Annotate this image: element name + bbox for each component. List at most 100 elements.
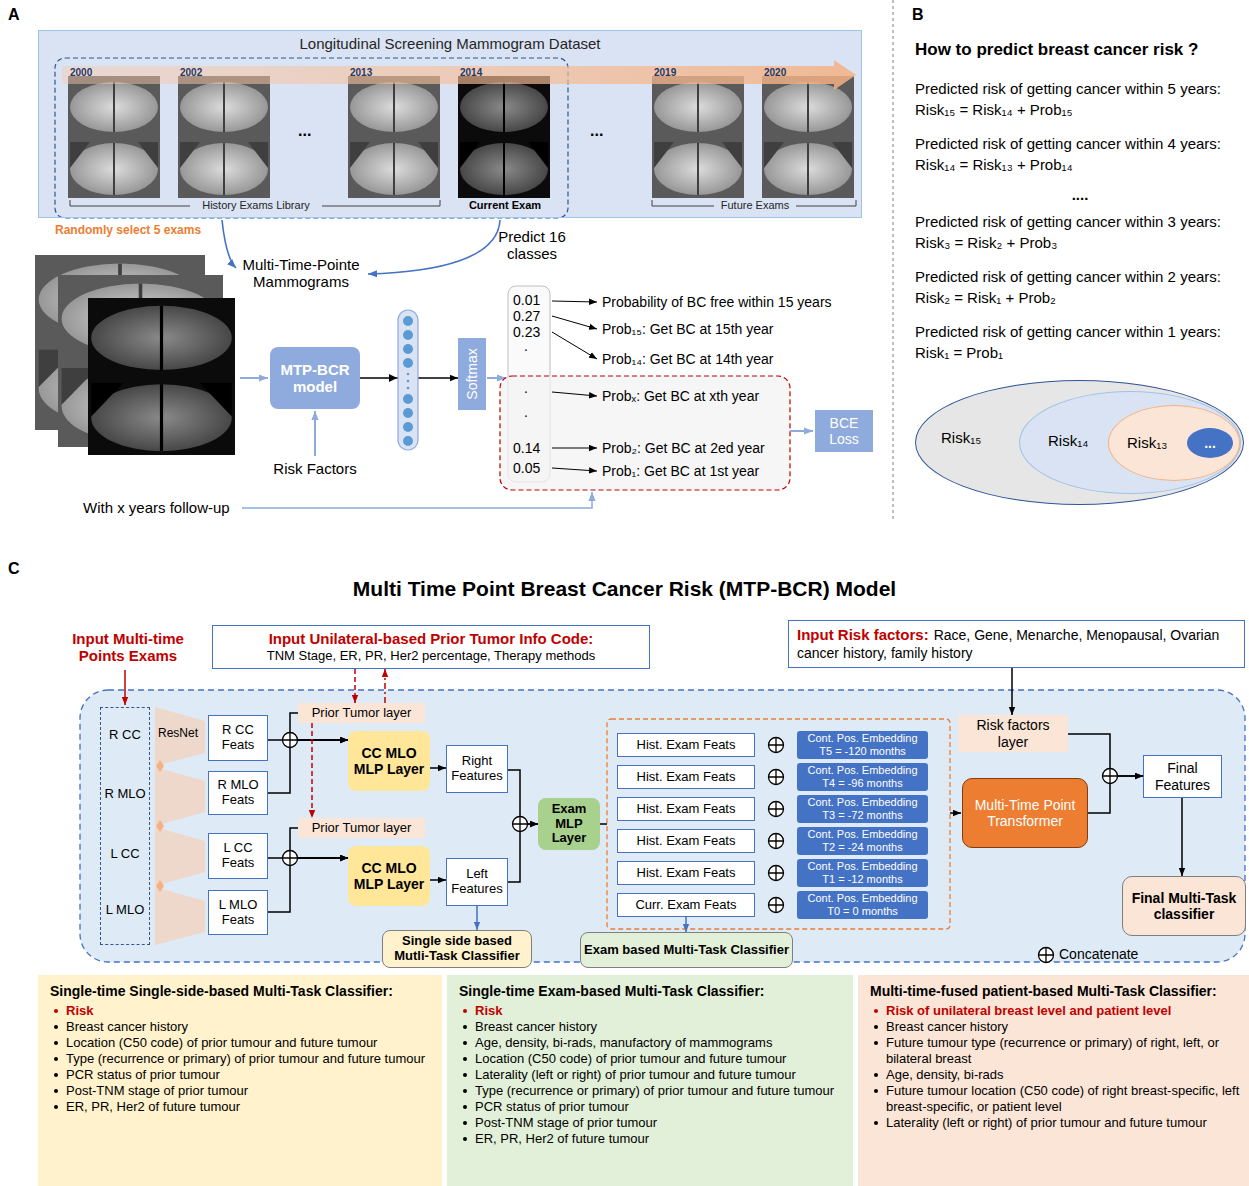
node-title: Input Risk factors: — [797, 626, 929, 643]
label: . — [524, 338, 528, 354]
connector — [311, 723, 313, 818]
input-box: Input Unilateral-based Prior Tumor Info … — [212, 625, 650, 669]
node-text: Post-TNM stage of prior tumour — [46, 1083, 434, 1099]
node-title: Cont. Pos. Embedding T5 = -120 months — [805, 732, 920, 757]
label: Input Multi-time Points Exams — [48, 630, 208, 665]
label: . — [524, 404, 528, 420]
bullet-dot — [463, 1057, 467, 1061]
vector-cell — [403, 408, 413, 418]
node-text: Breast cancer history — [46, 1019, 434, 1035]
label: Predicted risk of getting cancer within … — [915, 323, 1221, 340]
node-title: Input Unilateral-based Prior Tumor Info … — [269, 630, 594, 647]
connector — [1181, 798, 1183, 876]
node-title: Exam based Multi-Task Classifier — [584, 943, 789, 958]
embedding-box: Cont. Pos. Embedding T4 = -96 months — [797, 763, 928, 791]
node-title: Prior Tumor layer — [312, 821, 412, 836]
bullet-dot — [54, 1041, 58, 1045]
bullet-dot — [54, 1025, 58, 1029]
bullet-dot — [874, 1073, 878, 1077]
node-title: Hist. Exam Feats — [637, 866, 736, 881]
label: Probₓ: Get BC at xth year — [602, 388, 759, 404]
embedding-box: Cont. Pos. Embedding T1 = -12 months — [797, 859, 928, 887]
node-text: R MLO — [101, 787, 149, 802]
label: With x years follow-up — [83, 499, 230, 516]
label: History Exams Library — [202, 199, 310, 212]
flow-arrow — [600, 823, 607, 825]
node-title: Single side based Mutli-Task Classifier — [386, 934, 528, 964]
vector-cell — [403, 316, 413, 326]
loss-region — [500, 376, 790, 490]
bullet-dot — [463, 1041, 467, 1045]
bullet-dot — [874, 1009, 878, 1013]
node-text: PCR status of prior tumour — [455, 1099, 845, 1115]
label: Predicted risk of getting cancer within … — [915, 80, 1221, 97]
label: Risk₁ = Prob₁ — [915, 344, 1003, 361]
bullet-dot — [54, 1009, 58, 1013]
bullet-dot — [463, 1105, 467, 1109]
feature-vector — [398, 310, 418, 450]
softmax-box: Softmax — [458, 338, 486, 410]
arrow-head — [389, 374, 397, 382]
task-panel: Single-time Exam-based Multi-Task Classi… — [447, 975, 853, 1186]
bullet-dot — [463, 1073, 467, 1077]
risk-ellipse: Risk₁₅Risk₁₄Risk₁₃... — [915, 380, 1244, 505]
label: 0.27 — [513, 308, 540, 324]
node-title: Hist. Exam Feats — [637, 770, 736, 785]
concat-symbol — [283, 733, 298, 748]
node-text: ER, PR, Her2 of future tumour — [46, 1099, 434, 1115]
feature-box: Hist. Exam Feats — [617, 861, 755, 885]
vector-cell — [403, 422, 413, 432]
leader-arrow — [552, 392, 597, 396]
label: 2002 — [180, 67, 202, 79]
mlp-box: CC MLO MLP Layer — [348, 846, 430, 906]
vector-cell — [403, 344, 413, 354]
node-title: Left Features — [448, 867, 506, 897]
legend-symbol — [1039, 948, 1054, 963]
connector — [1011, 668, 1013, 715]
flow-arrow — [790, 430, 813, 432]
node-text: L CC — [101, 847, 149, 862]
flow-arrow — [314, 411, 316, 456]
bullet-dot — [874, 1041, 878, 1045]
vector-dot — [407, 387, 410, 390]
legend-text: Concatenate — [1059, 946, 1138, 962]
vector-cell — [403, 394, 413, 404]
label: ... — [298, 122, 311, 140]
label: Predicted risk of getting cancer within … — [915, 268, 1221, 285]
label: Randomly select 5 exams — [55, 224, 201, 238]
node-text: Laterality (left or right) of prior tumo… — [866, 1115, 1241, 1131]
node-title: Prior Tumor layer — [312, 706, 412, 721]
leader-arrow — [552, 448, 597, 449]
connector — [268, 858, 348, 912]
feature-box: Left Features — [446, 858, 508, 906]
node-title: L CC Feats — [210, 841, 266, 871]
mlp-box: CC MLO MLP Layer — [348, 731, 430, 791]
model-box: MTP-BCR model — [270, 347, 360, 409]
bullet-dot — [463, 1137, 467, 1141]
shared-weight-diamond — [156, 880, 164, 892]
bullet-dot — [874, 1121, 878, 1125]
diagram-title: Multi Time Point Breast Cancer Risk (MTP… — [0, 577, 1249, 601]
node-text: Future tumour type (recurrence or primar… — [866, 1035, 1241, 1067]
vector-cells — [403, 316, 413, 446]
node-title: Right Features — [448, 754, 506, 784]
shared-weight-diamond — [156, 820, 164, 832]
node-text: TNM Stage, ER, PR, Her2 percentage, Ther… — [267, 649, 596, 664]
vector-dot — [407, 373, 410, 376]
concat-symbol — [769, 738, 784, 753]
input-box: Input Risk factors:Race, Gene, Menarche,… — [788, 620, 1245, 668]
label: Multi-Time-Pointe Mammograms — [234, 256, 368, 291]
label: Risk Factors — [273, 460, 356, 477]
feature-box: Final Features — [1143, 755, 1222, 798]
embedding-box: Cont. Pos. Embedding T0 = 0 months — [797, 891, 928, 919]
bullet-dot — [463, 1009, 467, 1013]
band-ground — [38, 30, 862, 218]
node-title: R CC Feats — [210, 723, 266, 753]
bullet-dot — [874, 1089, 878, 1093]
label: Future Exams — [721, 199, 789, 212]
risk-ellipse: ... — [1187, 428, 1233, 458]
node-title: R MLO Feats — [210, 778, 266, 808]
label: 0.01 — [513, 292, 540, 308]
label: A — [8, 6, 20, 24]
embedding-box: Cont. Pos. Embedding T2 = -24 months — [797, 827, 928, 855]
